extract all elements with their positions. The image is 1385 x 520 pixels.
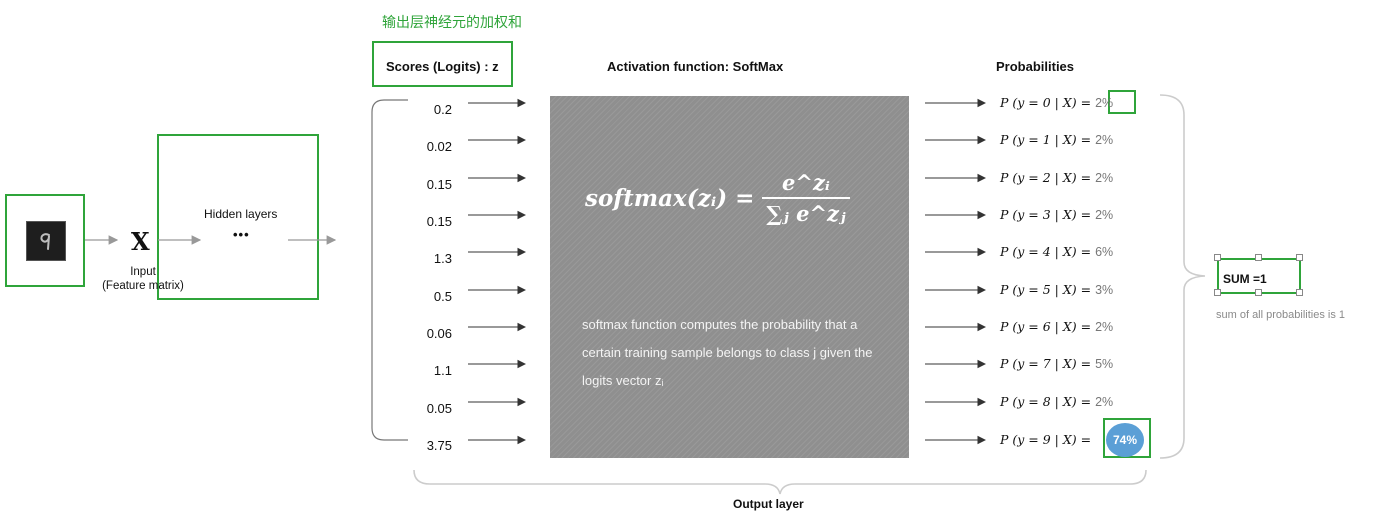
- hidden-layers-dots: •••: [233, 227, 250, 242]
- selection-handle[interactable]: [1255, 254, 1262, 261]
- probability-row: P (y = 8 | X) = 2%: [1000, 394, 1113, 409]
- probability-row: P (y = 6 | X) = 2%: [1000, 319, 1113, 334]
- first-probability-highlight-box: [1108, 90, 1136, 114]
- probability-value: 6%: [1095, 245, 1114, 259]
- probability-value: 3%: [1095, 283, 1114, 297]
- probability-row: P (y = 2 | X) = 2%: [1000, 170, 1113, 185]
- output-layer-brace: [413, 469, 1147, 495]
- logit-value: 0.15: [426, 177, 452, 192]
- probability-value: 5%: [1095, 357, 1114, 371]
- logit-value: 1.3: [433, 251, 452, 266]
- input-image-highlight-box: [5, 194, 85, 287]
- weighted-sum-annotation: 输出层神经元的加权和: [382, 14, 522, 30]
- probability-row: P (y = 9 | X) =: [1000, 432, 1091, 447]
- probability-label: P (y = 8 | X) =: [1000, 394, 1092, 409]
- probability-value: 2%: [1095, 208, 1114, 222]
- probability-value: 2%: [1095, 171, 1114, 185]
- probability-label: P (y = 7 | X) =: [1000, 356, 1092, 371]
- logit-value: 0.15: [426, 214, 452, 229]
- input-label-line2: (Feature matrix): [102, 280, 184, 292]
- formula-fraction: e^zᵢ ∑ⱼ e^zⱼ: [762, 170, 850, 226]
- logit-arrows: [468, 98, 527, 445]
- formula-lhs: softmax(zᵢ) =: [585, 184, 755, 212]
- max-probability-badge: 74%: [1106, 423, 1144, 457]
- input-symbol: X: [131, 227, 150, 256]
- probability-value: 2%: [1095, 395, 1114, 409]
- scores-bracket: [371, 99, 408, 441]
- probability-label: P (y = 0 | X) =: [1000, 95, 1092, 110]
- sum-note: sum of all probabilities is 1: [1216, 309, 1346, 321]
- logit-value: 0.06: [426, 326, 452, 341]
- selection-handle[interactable]: [1296, 289, 1303, 296]
- hidden-layers-highlight-box: [157, 134, 319, 300]
- logit-value: 0.05: [426, 401, 452, 416]
- input-label-line1: Input: [130, 266, 156, 278]
- logit-value: 3.75: [426, 438, 452, 453]
- softmax-description: softmax function computes the probabilit…: [582, 317, 873, 388]
- softmax-formula: softmax(zᵢ) = e^zᵢ ∑ⱼ e^zⱼ: [585, 170, 850, 226]
- logit-value: 0.02: [426, 139, 452, 154]
- logit-value: 0.5: [433, 289, 452, 304]
- max-probability-highlight-box: [1103, 418, 1151, 458]
- formula-numerator: e^zᵢ: [782, 170, 830, 195]
- probability-row: P (y = 3 | X) = 2%: [1000, 207, 1113, 222]
- probability-row: P (y = 0 | X) = 2%: [1000, 95, 1113, 110]
- probability-row: P (y = 1 | X) = 2%: [1000, 132, 1113, 147]
- formula-denominator: ∑ⱼ e^zⱼ: [762, 197, 850, 226]
- probabilities-header: Probabilities: [996, 59, 1075, 74]
- sum-label: SUM =1: [1223, 272, 1267, 286]
- probability-label: P (y = 4 | X) =: [1000, 244, 1092, 259]
- hidden-layers-label: Hidden layers: [204, 207, 278, 221]
- scores-highlight-box: [372, 41, 513, 87]
- probability-value: 2%: [1095, 320, 1114, 334]
- output-layer-label: Output layer: [733, 497, 804, 511]
- probability-row: P (y = 5 | X) = 3%: [1000, 282, 1113, 297]
- selection-handle[interactable]: [1214, 254, 1221, 261]
- scores-header: Scores (Logits) : z: [386, 59, 499, 74]
- probability-label: P (y = 9 | X) =: [1000, 432, 1092, 447]
- probability-value: 2%: [1095, 96, 1114, 110]
- activation-header: Activation function: SoftMax: [607, 59, 784, 74]
- input-digit-image: [26, 221, 66, 261]
- logit-value: 0.2: [433, 102, 452, 117]
- selection-handle[interactable]: [1214, 289, 1221, 296]
- softmax-panel: softmax(zᵢ) = e^zᵢ ∑ⱼ e^zⱼ softmax funct…: [550, 96, 909, 458]
- probability-label: P (y = 1 | X) =: [1000, 132, 1092, 147]
- probability-arrows: [925, 98, 987, 445]
- logit-value: 1.1: [433, 363, 452, 378]
- probability-label: P (y = 2 | X) =: [1000, 170, 1092, 185]
- selection-handle[interactable]: [1255, 289, 1262, 296]
- probability-row: P (y = 4 | X) = 6%: [1000, 244, 1113, 259]
- probability-value: 2%: [1095, 133, 1114, 147]
- probabilities-brace: [1159, 94, 1206, 459]
- input-label: Input (Feature matrix): [88, 265, 198, 293]
- probability-label: P (y = 3 | X) =: [1000, 207, 1092, 222]
- probability-label: P (y = 6 | X) =: [1000, 319, 1092, 334]
- probability-row: P (y = 7 | X) = 5%: [1000, 356, 1113, 371]
- selection-handle[interactable]: [1296, 254, 1303, 261]
- probability-label: P (y = 5 | X) =: [1000, 282, 1092, 297]
